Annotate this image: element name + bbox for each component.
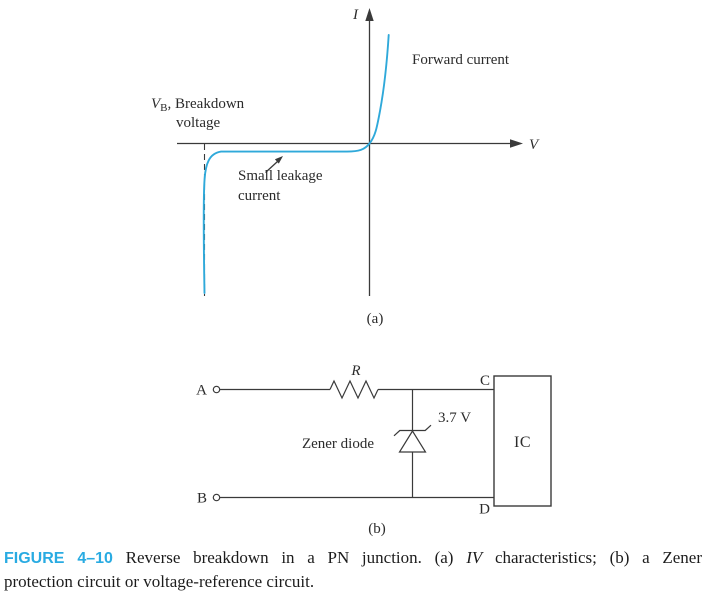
terminal-a-icon bbox=[212, 385, 221, 394]
leakage-label-line2: current bbox=[238, 188, 281, 204]
leakage-pointer-line bbox=[265, 161, 278, 173]
breakdown-voltage-label: VB, Breakdown bbox=[151, 96, 245, 114]
zener-diode-label: Zener diode bbox=[302, 436, 374, 452]
ic-label: IC bbox=[514, 434, 531, 451]
node-d-label: D bbox=[479, 502, 490, 518]
terminal-b-icon bbox=[212, 493, 221, 502]
forward-current-label: Forward current bbox=[412, 52, 510, 68]
terminal-b-label: B bbox=[197, 491, 207, 507]
caption-text-part2: characteristics; (b) a Zener bbox=[494, 548, 702, 567]
leakage-arrow-icon bbox=[274, 156, 283, 164]
terminal-a-label: A bbox=[196, 383, 207, 399]
resistor-label: R bbox=[350, 363, 360, 379]
zener-voltage-label: 3.7 V bbox=[438, 410, 471, 426]
iv-curve bbox=[202, 34, 390, 294]
figure-number-label: FIGURE 4–10 bbox=[4, 550, 113, 567]
caption-text-part1: Reverse breakdown in a PN junction. (a) bbox=[125, 548, 454, 567]
iv-characteristic-plot: I V Forward current VB, Breakdown voltag… bbox=[151, 7, 540, 327]
v-axis-arrow-icon bbox=[510, 139, 523, 148]
ic-block bbox=[493, 375, 552, 507]
resistor-icon bbox=[329, 379, 379, 400]
figure-caption: FIGURE 4–10 Reverse breakdown in a PN ju… bbox=[4, 546, 702, 593]
panel-b-label: (b) bbox=[368, 521, 386, 537]
panel-a-label: (a) bbox=[367, 311, 384, 327]
figure-canvas: I V Forward current VB, Breakdown voltag… bbox=[151, 7, 552, 537]
i-axis-arrow-icon bbox=[365, 8, 374, 21]
breakdown-voltage-label-line2: voltage bbox=[176, 115, 220, 131]
i-axis-label: I bbox=[352, 7, 359, 23]
caption-line-2: protection circuit or voltage-reference … bbox=[4, 572, 315, 591]
caption-text-italic-iv: IV bbox=[466, 548, 483, 567]
node-c-label: C bbox=[480, 373, 490, 389]
caption-line-1: FIGURE 4–10 Reverse breakdown in a PN ju… bbox=[4, 546, 702, 570]
zener-anode-triangle-icon bbox=[398, 429, 427, 453]
v-axis-label: V bbox=[529, 137, 540, 153]
leakage-label-line1: Small leakage bbox=[238, 168, 323, 184]
zener-circuit-diagram: A R 3.7 V Zener diode B IC C D (b) bbox=[196, 363, 552, 537]
